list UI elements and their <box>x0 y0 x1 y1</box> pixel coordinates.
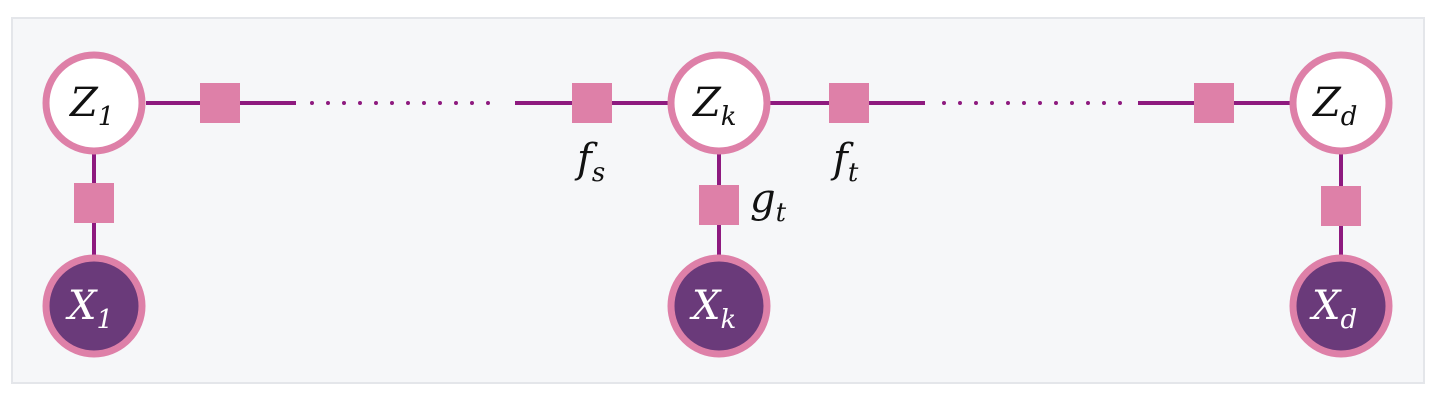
latent-label-z1: Z1 <box>68 80 114 132</box>
factor-square <box>74 183 114 223</box>
observed-label-xd: Xd <box>1309 283 1357 335</box>
factor-square <box>1321 186 1361 226</box>
latent-node-zk <box>667 51 771 155</box>
factor-square-ft <box>829 83 869 123</box>
observed-label-xk: Xk <box>689 283 736 335</box>
latent-node-zd <box>1289 51 1393 155</box>
factor-label-gt: gt <box>750 176 787 228</box>
latent-label-zk: Zk <box>691 80 737 132</box>
observed-node-x1 <box>42 254 146 358</box>
factor-square-fs <box>572 83 612 123</box>
factor-square <box>200 83 240 123</box>
observed-label-x1: X1 <box>65 283 113 335</box>
factor-square-gt <box>699 185 739 225</box>
latent-label-zd: Zd <box>1311 80 1357 132</box>
observed-node-xd <box>1289 254 1393 358</box>
latent-node-z1 <box>42 51 146 155</box>
observed-node-xk <box>667 254 771 358</box>
factor-square <box>1194 83 1234 123</box>
